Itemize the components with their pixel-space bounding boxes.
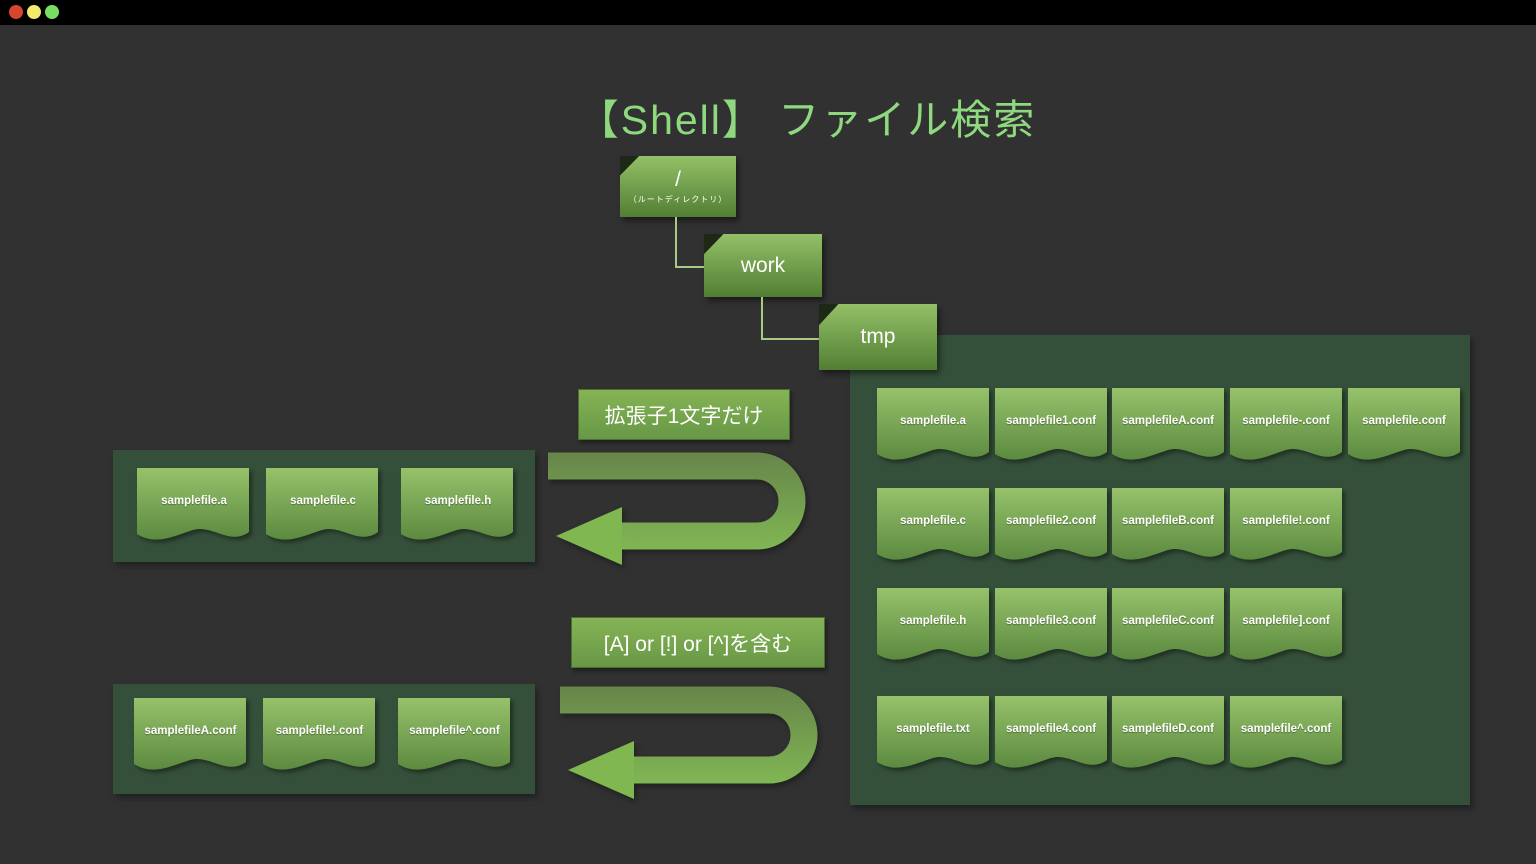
folder-root: / （ルートディレクトリ）: [620, 156, 736, 217]
file-label: samplefileA.conf: [1112, 388, 1224, 468]
file-label: samplefileA.conf: [134, 698, 247, 778]
filter-callout-charclass: [A] or [!] or [^]を含む: [571, 617, 825, 668]
file-label: samplefile.c: [266, 468, 380, 548]
file-label: samplefile2.conf: [995, 488, 1107, 568]
file-label: samplefile!.conf: [263, 698, 376, 778]
connector-root-work-v: [675, 217, 677, 268]
file-label: samplefileC.conf: [1112, 588, 1224, 668]
connector-root-work-h: [675, 266, 705, 268]
file-label: samplefile1.conf: [995, 388, 1107, 468]
file-shape: samplefileC.conf: [1112, 588, 1224, 668]
file-shape: samplefile.h: [877, 588, 989, 668]
zoom-button-icon[interactable]: [45, 5, 59, 19]
page-title: 【Shell】 ファイル検索: [577, 97, 1037, 143]
file-label: samplefile!.conf: [1230, 488, 1342, 568]
file-shape: samplefile.c: [877, 488, 989, 568]
file-shape: samplefile3.conf: [995, 588, 1107, 668]
folder-work-label: work: [740, 253, 786, 277]
u-turn-arrow-2: [560, 686, 818, 799]
u-turn-arrow-1: [548, 452, 806, 565]
file-shape: samplefile!.conf: [263, 698, 376, 778]
file-shape: samplefile].conf: [1230, 588, 1342, 668]
file-shape: samplefile.c: [266, 468, 380, 548]
file-shape: samplefileA.conf: [1112, 388, 1224, 468]
file-label: samplefile.a: [137, 468, 251, 548]
file-label: samplefile].conf: [1230, 588, 1342, 668]
file-shape: samplefile.txt: [877, 696, 989, 776]
file-shape: samplefile.a: [137, 468, 251, 548]
file-shape: samplefileB.conf: [1112, 488, 1224, 568]
folder-root-sublabel: （ルートディレクトリ）: [628, 194, 728, 204]
folder-work: work: [704, 234, 822, 297]
folder-tmp-label: tmp: [860, 325, 896, 349]
file-shape: samplefile-.conf: [1230, 388, 1342, 468]
file-label: samplefile.h: [877, 588, 989, 668]
file-label: samplefileB.conf: [1112, 488, 1224, 568]
close-button-icon[interactable]: [9, 5, 23, 19]
window-titlebar: [0, 0, 1536, 25]
file-label: samplefile^.conf: [398, 698, 511, 778]
folder-tmp: tmp: [819, 304, 937, 370]
file-shape: samplefile4.conf: [995, 696, 1107, 776]
file-label: samplefileD.conf: [1112, 696, 1224, 776]
file-label: samplefile-.conf: [1230, 388, 1342, 468]
file-label: samplefile.txt: [877, 696, 989, 776]
file-shape: samplefile1.conf: [995, 388, 1107, 468]
file-label: samplefile3.conf: [995, 588, 1107, 668]
file-shape: samplefileA.conf: [134, 698, 247, 778]
file-label: samplefile.conf: [1348, 388, 1460, 468]
file-label: samplefile.c: [877, 488, 989, 568]
file-shape: samplefile^.conf: [1230, 696, 1342, 776]
filter-callout-extension: 拡張子1文字だけ: [578, 389, 790, 440]
file-shape: samplefile^.conf: [398, 698, 511, 778]
file-shape: samplefile2.conf: [995, 488, 1107, 568]
file-shape: samplefile.conf: [1348, 388, 1460, 468]
file-label: samplefile.h: [401, 468, 515, 548]
file-shape: samplefile.a: [877, 388, 989, 468]
file-shape: samplefileD.conf: [1112, 696, 1224, 776]
connector-work-tmp-v: [761, 297, 763, 340]
file-label: samplefile4.conf: [995, 696, 1107, 776]
connector-work-tmp-h: [761, 338, 820, 340]
file-shape: samplefile.h: [401, 468, 515, 548]
minimize-button-icon[interactable]: [27, 5, 41, 19]
file-label: samplefile.a: [877, 388, 989, 468]
folder-root-label: /: [675, 168, 681, 192]
file-shape: samplefile!.conf: [1230, 488, 1342, 568]
file-label: samplefile^.conf: [1230, 696, 1342, 776]
